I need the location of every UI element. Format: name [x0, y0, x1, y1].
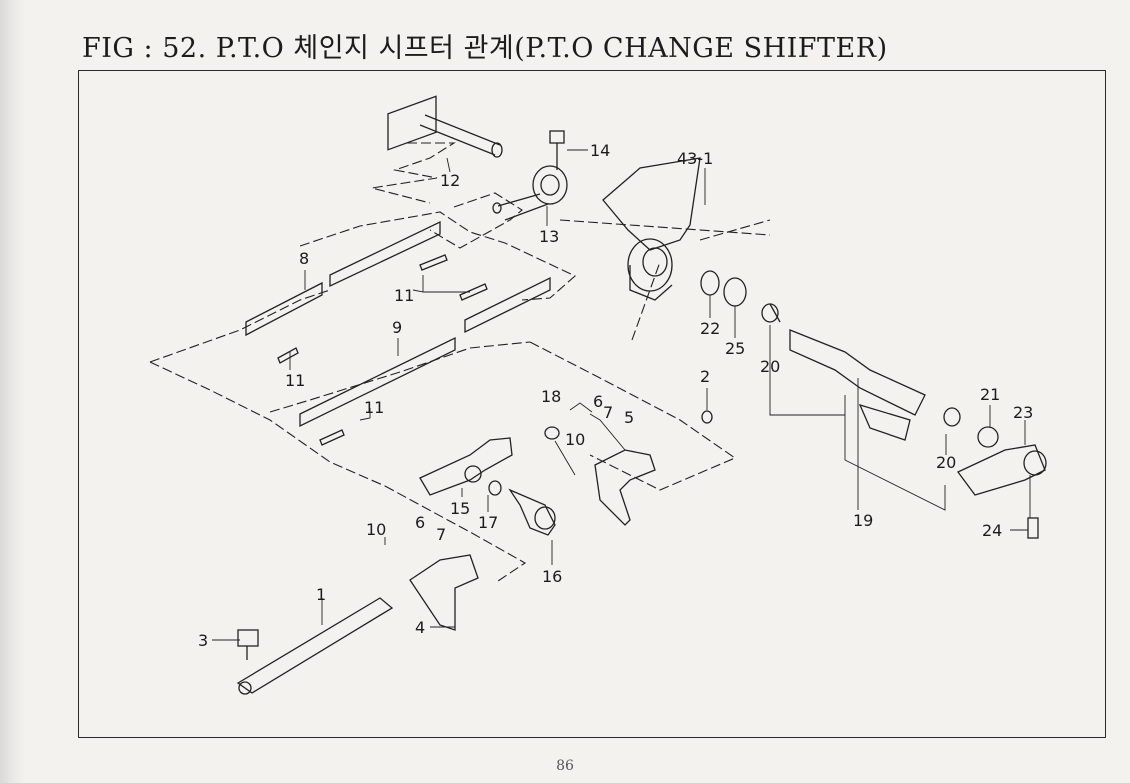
callout-13: 13 — [539, 227, 559, 246]
callout-4: 4 — [415, 618, 425, 637]
part-19-shaft — [789, 329, 926, 416]
part-5-shift-fork — [594, 449, 656, 526]
callout-6-a: 6 — [593, 392, 603, 411]
part-13-boss — [532, 165, 568, 205]
callout-7-a: 7 — [603, 403, 613, 422]
part-1-shift-shaft — [236, 597, 394, 694]
callout-2: 2 — [700, 367, 710, 386]
part-11-pin-b — [459, 283, 488, 301]
phantom-outline-rods-upper — [299, 211, 576, 301]
callout-10-a: 10 — [565, 430, 585, 449]
part-16-arm — [508, 488, 556, 536]
part-9-plate — [299, 336, 456, 428]
callout-16: 16 — [542, 567, 562, 586]
part-18-bolt — [544, 426, 560, 440]
part-11-pin-d — [319, 429, 345, 446]
part-43-1-housing — [602, 157, 701, 251]
phantom-outline-rods-lower — [149, 361, 386, 487]
callout-11-c: 11 — [364, 398, 384, 417]
part-21-bushing — [977, 426, 999, 448]
housing-centerline — [559, 219, 771, 236]
callout-17: 17 — [478, 513, 498, 532]
part-4-shift-fork — [409, 554, 479, 631]
phantom-outline-rods-left — [149, 289, 331, 363]
part-14-bolt — [549, 130, 565, 144]
callout-25: 25 — [725, 339, 745, 358]
phantom-outline-forks — [529, 341, 737, 491]
part-8-plate — [245, 281, 323, 337]
callout-5: 5 — [624, 408, 634, 427]
part-2-ring — [701, 410, 713, 424]
callout-11-a: 11 — [394, 286, 414, 305]
part-20-bushing-b — [943, 407, 961, 427]
callout-8: 8 — [299, 249, 309, 268]
part-24-pin — [1027, 517, 1039, 539]
callout-43-1: 43-1 — [677, 149, 713, 168]
figure-title: FIG : 52. P.T.O 체인지 시프터 관계(P.T.O CHANGE … — [82, 33, 888, 64]
phantom-outline-upper — [371, 142, 456, 204]
phantom-outline-rods-mid — [269, 341, 531, 413]
callout-9: 9 — [392, 318, 402, 337]
callout-10-b: 10 — [366, 520, 386, 539]
callout-6-b: 6 — [415, 513, 425, 532]
callout-1: 1 — [316, 585, 326, 604]
callout-12: 12 — [440, 171, 460, 190]
callout-24: 24 — [982, 521, 1002, 540]
callout-19: 19 — [853, 511, 873, 530]
callout-7-b: 7 — [436, 525, 446, 544]
part-15-detent-plate — [419, 437, 513, 496]
callout-18: 18 — [541, 387, 561, 406]
callout-3: 3 — [198, 631, 208, 650]
part-25-clip — [723, 277, 747, 307]
housing-edge-right — [699, 219, 771, 241]
callout-11-b: 11 — [285, 371, 305, 390]
part-3-bolt — [237, 629, 259, 647]
part-11-pin-a — [419, 254, 448, 271]
part-11-pin-c — [277, 347, 299, 364]
callout-20-b: 20 — [936, 453, 956, 472]
callout-15: 15 — [450, 499, 470, 518]
callout-22: 22 — [700, 319, 720, 338]
diagram-frame — [78, 70, 1106, 738]
part-12-pin — [419, 124, 496, 156]
part-12-bracket — [387, 95, 437, 151]
binding-edge — [0, 0, 26, 783]
part-17-ring — [488, 480, 502, 496]
page-number: 86 — [556, 758, 574, 774]
callout-23: 23 — [1013, 403, 1033, 422]
part-22-ring — [700, 270, 720, 296]
callout-21: 21 — [980, 385, 1000, 404]
callout-14: 14 — [590, 141, 610, 160]
callout-20-a: 20 — [760, 357, 780, 376]
housing-edge-lower — [631, 261, 661, 341]
phantom-outline-lower-fork — [384, 485, 527, 584]
part-23-lever — [957, 444, 1046, 496]
phantom-outline-13 — [429, 192, 523, 249]
